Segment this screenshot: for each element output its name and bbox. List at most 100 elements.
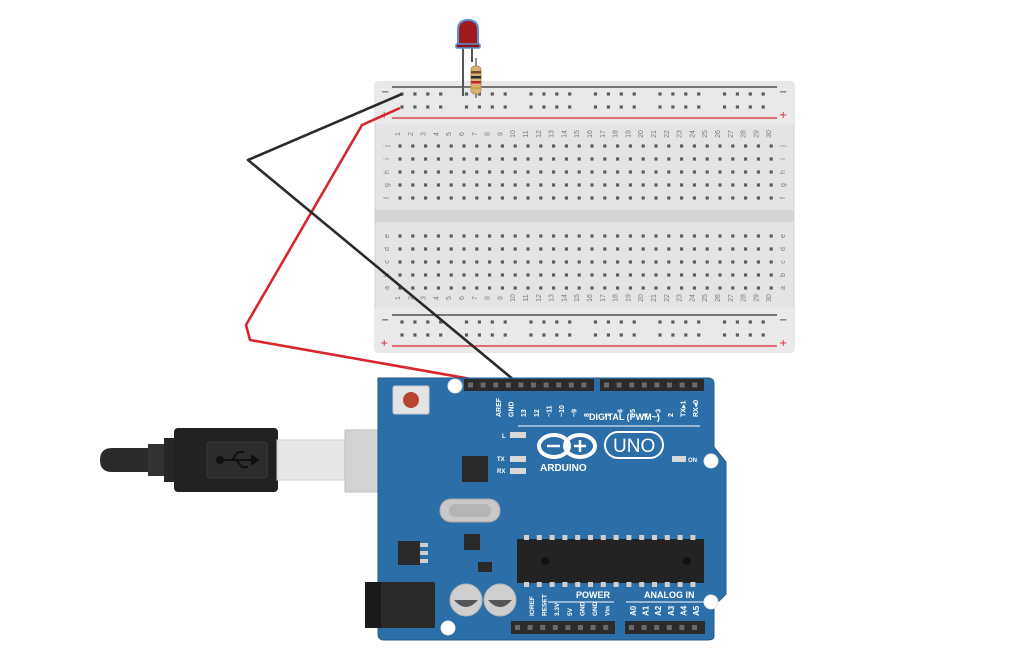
header-pin[interactable] [578, 625, 583, 630]
terminal-hole[interactable] [718, 170, 722, 174]
terminal-hole[interactable] [436, 170, 440, 174]
terminal-hole[interactable] [603, 234, 607, 238]
rail-hole[interactable] [477, 105, 481, 109]
terminal-hole[interactable] [436, 273, 440, 277]
terminal-hole[interactable] [616, 196, 620, 200]
terminal-hole[interactable] [628, 144, 632, 148]
terminal-hole[interactable] [488, 170, 492, 174]
rail-hole[interactable] [619, 333, 623, 337]
rail-hole[interactable] [529, 333, 533, 337]
header-pin[interactable] [629, 382, 635, 388]
terminal-hole[interactable] [526, 183, 530, 187]
terminal-hole[interactable] [744, 286, 748, 290]
rail-hole[interactable] [748, 92, 752, 96]
terminal-hole[interactable] [449, 144, 453, 148]
rail-hole[interactable] [464, 320, 469, 324]
terminal-hole[interactable] [744, 196, 748, 200]
terminal-hole[interactable] [654, 157, 658, 161]
rail-hole[interactable] [413, 105, 417, 109]
terminal-hole[interactable] [769, 273, 773, 277]
rail-hole[interactable] [722, 333, 727, 337]
rail-hole[interactable] [439, 333, 443, 337]
terminal-hole[interactable] [398, 273, 402, 277]
terminal-hole[interactable] [398, 157, 402, 161]
terminal-hole[interactable] [411, 144, 415, 148]
rail-hole[interactable] [503, 92, 507, 96]
terminal-hole[interactable] [705, 260, 709, 264]
terminal-hole[interactable] [577, 286, 581, 290]
rail-hole[interactable] [413, 92, 417, 96]
rail-hole[interactable] [490, 320, 494, 324]
terminal-hole[interactable] [513, 196, 517, 200]
rail-hole[interactable] [464, 92, 469, 96]
header-pin[interactable] [692, 382, 698, 388]
terminal-hole[interactable] [424, 183, 428, 187]
rail-hole[interactable] [697, 333, 701, 337]
terminal-hole[interactable] [475, 196, 479, 200]
terminal-hole[interactable] [539, 234, 543, 238]
terminal-hole[interactable] [667, 144, 671, 148]
rail-hole[interactable] [542, 320, 546, 324]
terminal-hole[interactable] [744, 157, 748, 161]
terminal-hole[interactable] [769, 260, 773, 264]
terminal-hole[interactable] [667, 286, 671, 290]
terminal-hole[interactable] [462, 234, 466, 238]
rail-hole[interactable] [671, 92, 675, 96]
rail-hole[interactable] [606, 92, 610, 96]
header-pin[interactable] [480, 382, 486, 388]
terminal-hole[interactable] [398, 260, 402, 264]
terminal-hole[interactable] [654, 273, 658, 277]
terminal-hole[interactable] [462, 157, 466, 161]
usb-cable[interactable] [100, 428, 430, 493]
terminal-hole[interactable] [552, 247, 556, 251]
terminal-hole[interactable] [526, 170, 530, 174]
terminal-hole[interactable] [628, 286, 632, 290]
red-led[interactable] [455, 18, 481, 96]
terminal-hole[interactable] [692, 260, 696, 264]
terminal-hole[interactable] [756, 183, 760, 187]
terminal-hole[interactable] [641, 170, 645, 174]
terminal-hole[interactable] [475, 170, 479, 174]
terminal-hole[interactable] [500, 157, 504, 161]
terminal-hole[interactable] [744, 183, 748, 187]
terminal-hole[interactable] [680, 260, 684, 264]
terminal-hole[interactable] [744, 247, 748, 251]
rail-hole[interactable] [400, 105, 404, 109]
rail-hole[interactable] [568, 333, 572, 337]
terminal-hole[interactable] [526, 260, 530, 264]
terminal-hole[interactable] [756, 144, 760, 148]
rail-hole[interactable] [658, 333, 662, 337]
terminal-hole[interactable] [641, 157, 645, 161]
terminal-hole[interactable] [424, 260, 428, 264]
terminal-hole[interactable] [718, 183, 722, 187]
rail-hole[interactable] [426, 105, 430, 109]
terminal-hole[interactable] [513, 247, 517, 251]
breadboard[interactable]: − − + + − − + + 112233445566778899101011… [374, 81, 795, 353]
terminal-hole[interactable] [628, 157, 632, 161]
terminal-hole[interactable] [436, 260, 440, 264]
terminal-hole[interactable] [705, 196, 709, 200]
terminal-hole[interactable] [616, 286, 620, 290]
rail-hole[interactable] [542, 333, 546, 337]
terminal-hole[interactable] [769, 144, 773, 148]
rail-hole[interactable] [658, 105, 662, 109]
terminal-hole[interactable] [411, 183, 415, 187]
terminal-hole[interactable] [398, 286, 402, 290]
terminal-hole[interactable] [705, 183, 709, 187]
terminal-hole[interactable] [705, 273, 709, 277]
terminal-hole[interactable] [744, 144, 748, 148]
rail-hole[interactable] [735, 320, 739, 324]
header-pin[interactable] [641, 625, 647, 630]
rail-hole[interactable] [568, 92, 572, 96]
rail-hole[interactable] [606, 320, 610, 324]
rail-hole[interactable] [658, 320, 662, 324]
rail-hole[interactable] [684, 92, 688, 96]
rail-hole[interactable] [426, 92, 430, 96]
terminal-hole[interactable] [462, 170, 466, 174]
terminal-hole[interactable] [731, 183, 735, 187]
rail-hole[interactable] [542, 92, 546, 96]
rail-hole[interactable] [568, 320, 572, 324]
rail-hole[interactable] [568, 105, 572, 109]
header-pin[interactable] [654, 625, 660, 630]
terminal-hole[interactable] [718, 157, 722, 161]
